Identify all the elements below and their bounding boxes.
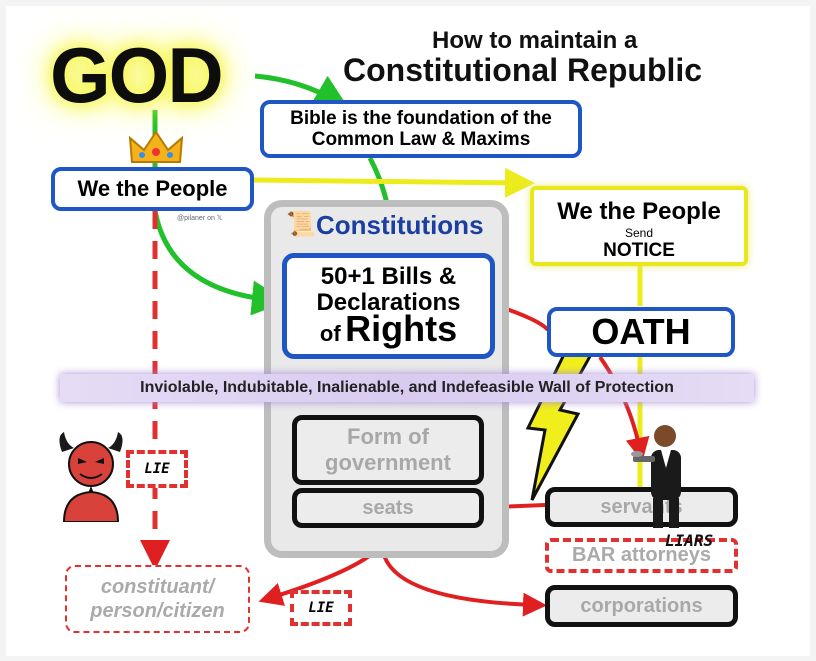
bills-rights: Rights	[345, 308, 458, 349]
corporations-box: corporations	[545, 585, 738, 627]
notice-line-3: NOTICE	[603, 240, 675, 261]
bills-of-rights-box: 50+1 Bills & Declarations of Rights	[282, 253, 495, 359]
green-arrow-people-to-bills	[152, 210, 287, 316]
lightning-icon	[525, 330, 601, 501]
crown-icon	[128, 130, 184, 163]
lie-label-1: LIE	[126, 450, 188, 488]
title-line-1: How to maintain a	[432, 27, 638, 54]
bar-attorneys-box: BAR attorneys	[545, 538, 738, 573]
scroll-icon: 📜	[286, 211, 316, 238]
butler-icon	[631, 425, 681, 528]
form-of-government-box: Form of government	[292, 415, 484, 485]
we-the-people-box: We the People	[51, 167, 254, 211]
bible-foundation-box: Bible is the foundation of the Common La…	[260, 100, 582, 158]
yellow-arrow-people-to-notice	[253, 167, 535, 198]
lie-label-2: LIE	[290, 590, 352, 626]
notice-box: We the People Send NOTICE	[530, 186, 748, 266]
wall-of-protection-banner: Inviolable, Indubitable, Inalienable, an…	[60, 374, 754, 402]
notice-line-2: Send	[624, 226, 654, 240]
seats-box: seats	[292, 488, 484, 528]
god-heading: GOD	[50, 31, 224, 119]
title-line-2: Constitutional Republic	[343, 52, 703, 88]
constitutions-title: Constitutions	[316, 210, 484, 240]
bills-of: of	[319, 321, 341, 346]
notice-line-1: We the People	[557, 198, 721, 225]
green-arrow-god-to-bible	[254, 73, 349, 109]
author-handle: @pilaner on 𝕏	[177, 215, 223, 222]
bills-line-2: Declarations	[316, 289, 461, 316]
devil-icon	[59, 432, 123, 522]
liars-label: LIARS	[665, 531, 714, 550]
bills-line-1: 50+1 Bills &	[320, 263, 457, 290]
oath-box: OATH	[547, 307, 735, 357]
constituant-box: constituant/ person/citizen	[65, 565, 250, 633]
